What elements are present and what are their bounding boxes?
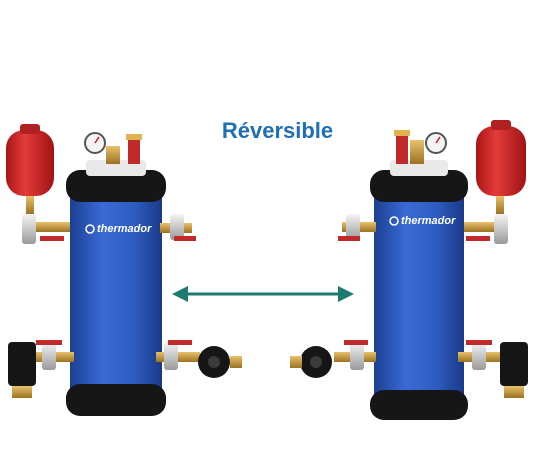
left-thermador-logo: thermador bbox=[85, 223, 152, 235]
right-thermador-logo: thermador bbox=[389, 215, 456, 227]
right-air-separator bbox=[500, 342, 528, 386]
right-expansion-vessel bbox=[476, 120, 526, 214]
left-brand-label: thermador bbox=[97, 223, 152, 235]
left-air-separator bbox=[8, 342, 36, 386]
left-cylinder bbox=[66, 160, 166, 416]
thermador-logo-icon bbox=[85, 224, 95, 234]
left-expansion-vessel bbox=[6, 124, 54, 214]
left-upper-pipe bbox=[24, 222, 72, 232]
right-brand-label: thermador bbox=[401, 215, 456, 227]
right-top-fittings bbox=[394, 130, 447, 164]
heading-reversible: Réversible bbox=[221, 118, 334, 143]
right-buffer-tank-unit: thermador bbox=[290, 120, 528, 420]
left-upper-right-valve bbox=[160, 214, 196, 241]
left-top-fittings bbox=[84, 132, 142, 164]
left-buffer-tank-unit: thermador bbox=[6, 124, 242, 416]
left-lower-circuit bbox=[8, 340, 242, 398]
double-arrow-icon bbox=[172, 286, 354, 302]
thermador-logo-icon bbox=[389, 216, 399, 226]
right-upper-pipe bbox=[458, 222, 508, 232]
right-cylinder bbox=[370, 160, 468, 420]
right-upper-left-valve bbox=[338, 214, 376, 241]
right-lower-circuit bbox=[290, 340, 528, 398]
